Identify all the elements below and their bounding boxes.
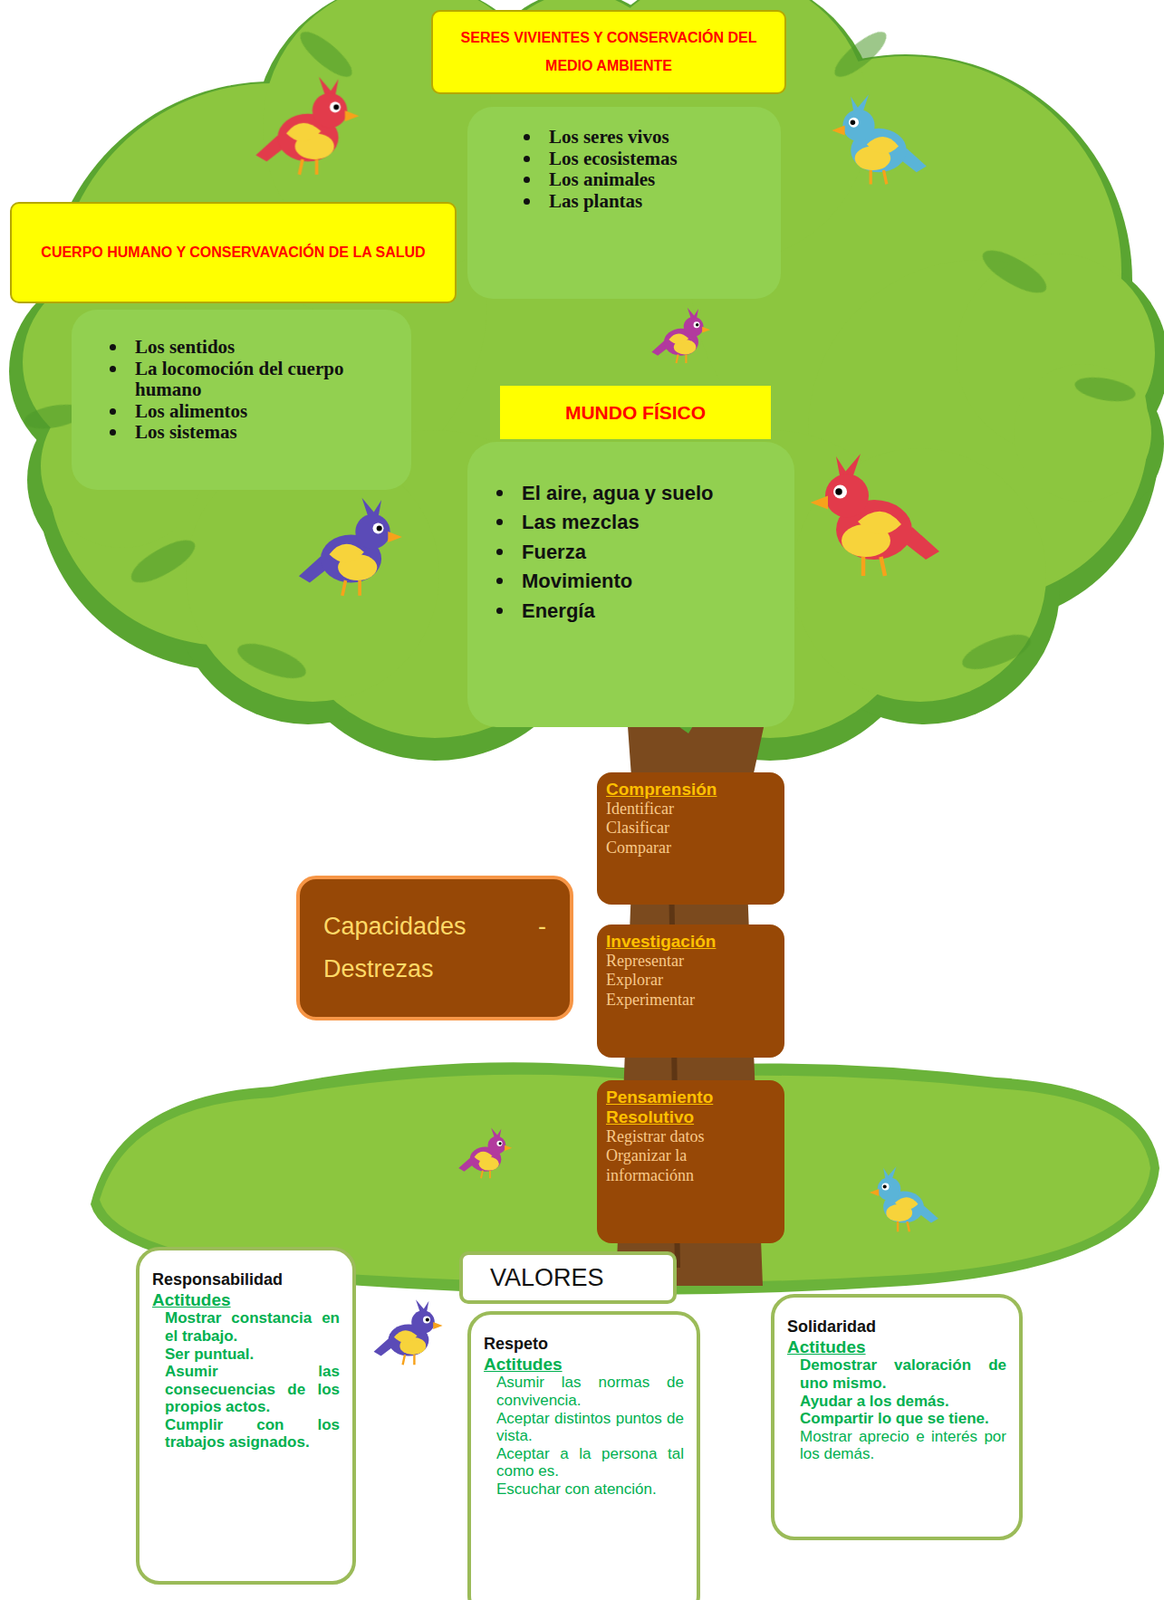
skill-item: Comparar (606, 838, 776, 859)
list-item: Las mezclas (490, 510, 777, 535)
bird (831, 94, 927, 184)
attitude-item: Cumplir con los trabajos asignados. (152, 1416, 340, 1453)
skill-heading: Investigación (606, 932, 776, 953)
heading-text: VALORES (490, 1264, 646, 1293)
skill-item: Experimentar (606, 990, 776, 1011)
skill-item: Clasificar (606, 818, 776, 839)
attitude-item: Asumir las normas de convivencia. (483, 1374, 684, 1410)
attitude-item: Escuchar con atención. (483, 1481, 684, 1500)
attitude-item: Asumir las consecuencias de los propios … (152, 1363, 340, 1417)
list-item: El aire, agua y suelo (490, 481, 777, 506)
list-item: Los animales (518, 169, 767, 192)
bird (255, 76, 359, 175)
attitude-item: Mostrar constancia en el trabajo. (152, 1309, 340, 1346)
value-name: Solidaridad (787, 1317, 1007, 1338)
heading-text: SERES VIVIENTES Y CONSERVACIÓN DEL MEDIO… (445, 24, 772, 80)
tree-crown (22, 0, 1155, 739)
skill-heading: Pensamiento Resolutivo (606, 1087, 776, 1128)
heading-text: CUERPO HUMANO Y CONSERVAVACIÓN DE LA SAL… (40, 239, 425, 267)
value-name: Responsabilidad (152, 1270, 340, 1291)
list-item: Fuerza (490, 540, 777, 565)
bird (374, 1299, 443, 1366)
bird (458, 1127, 512, 1179)
leaf-marks (21, 25, 1137, 686)
list-item: Los seres vivos (518, 126, 767, 149)
attitude-item: Aceptar a la persona tal como es. (483, 1445, 684, 1482)
attitudes-heading: Actitudes (152, 1290, 340, 1311)
attitudes-heading: Actitudes (787, 1337, 1007, 1358)
list-item: Los ecosistemas (518, 148, 767, 171)
list-item: Los sentidos (104, 336, 392, 359)
attitude-item: Demostrar valoración de uno mismo. (787, 1356, 1007, 1393)
list-item: Las plantas (518, 191, 767, 213)
list-item: Los sistemas (104, 422, 392, 444)
values-label: VALORES (459, 1251, 677, 1305)
bird (869, 1166, 939, 1232)
attitude-item: Aceptar distintos puntos de vista. (483, 1410, 684, 1446)
tree-crown-shadow (9, 0, 1164, 761)
topic-list: El aire, agua y sueloLas mezclasFuerzaMo… (467, 442, 795, 728)
bird (651, 307, 711, 364)
skill-item: Explorar (606, 971, 776, 991)
bird (810, 453, 941, 577)
list-item: Movimiento (490, 569, 777, 594)
attitude-item: Compartir lo que se tiene. (787, 1410, 1007, 1429)
attitude-item: Ayudar a los demás. (787, 1393, 1007, 1412)
skill-heading: Comprensión (606, 779, 776, 800)
topic-heading: CUERPO HUMANO Y CONSERVAVACIÓN DE LA SAL… (9, 202, 457, 304)
skill-item: Identificar (606, 799, 776, 820)
list-item: Los alimentos (104, 401, 392, 424)
topic-heading: MUNDO FÍSICO (500, 385, 771, 440)
topic-list: Los sentidosLa locomoción del cuerpo hum… (71, 309, 412, 491)
skill-item: Organizar la informaciónn (606, 1146, 776, 1186)
value-box: ResponsabilidadActitudesMostrar constanc… (135, 1247, 356, 1586)
skills-label: Capacidades - Destrezas (296, 875, 574, 1021)
heading-text: MUNDO FÍSICO (565, 402, 706, 424)
skill-box: Pensamiento ResolutivoRegistrar datosOrg… (596, 1080, 785, 1244)
topic-list: Los seres vivosLos ecosistemasLos animal… (467, 106, 781, 299)
skill-item: Representar (606, 952, 776, 972)
skill-box: ComprensiónIdentificarClasificarComparar (596, 772, 785, 905)
skill-box: InvestigaciónRepresentarExplorarExperime… (596, 924, 785, 1059)
value-box: SolidaridadActitudesDemostrar valoración… (770, 1294, 1023, 1541)
list-item: Energía (490, 599, 777, 624)
heading-text: Capacidades - Destrezas (323, 905, 547, 992)
attitude-item: Ser puntual. (152, 1346, 340, 1365)
bird (298, 498, 403, 597)
attitude-item: Mostrar aprecio e interés por los demás. (787, 1428, 1007, 1464)
skill-item: Registrar datos (606, 1127, 776, 1148)
attitudes-heading: Actitudes (483, 1355, 684, 1376)
list-item: La locomoción del cuerpo humano (104, 358, 392, 402)
value-box: RespetoActitudesAsumir las normas de con… (467, 1311, 701, 1600)
value-name: Respeto (483, 1335, 684, 1356)
topic-heading: SERES VIVIENTES Y CONSERVACIÓN DEL MEDIO… (431, 9, 787, 95)
